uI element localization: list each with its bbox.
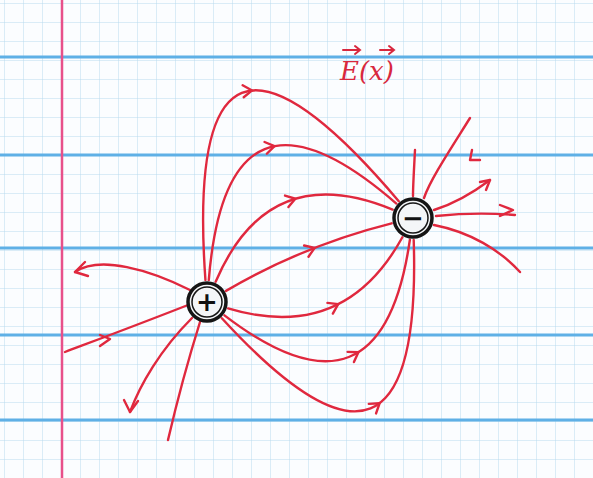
field-line (224, 240, 409, 362)
field-line (228, 237, 402, 317)
charge-circle: + (186, 281, 228, 323)
field-line (216, 194, 393, 281)
field-label: E(x) (340, 58, 394, 84)
field-line (222, 240, 414, 413)
field-line (209, 142, 397, 280)
charge-sign: − (402, 205, 424, 231)
charge-sign: + (196, 289, 218, 315)
charge-circle: − (392, 197, 434, 239)
field-line (226, 223, 392, 291)
